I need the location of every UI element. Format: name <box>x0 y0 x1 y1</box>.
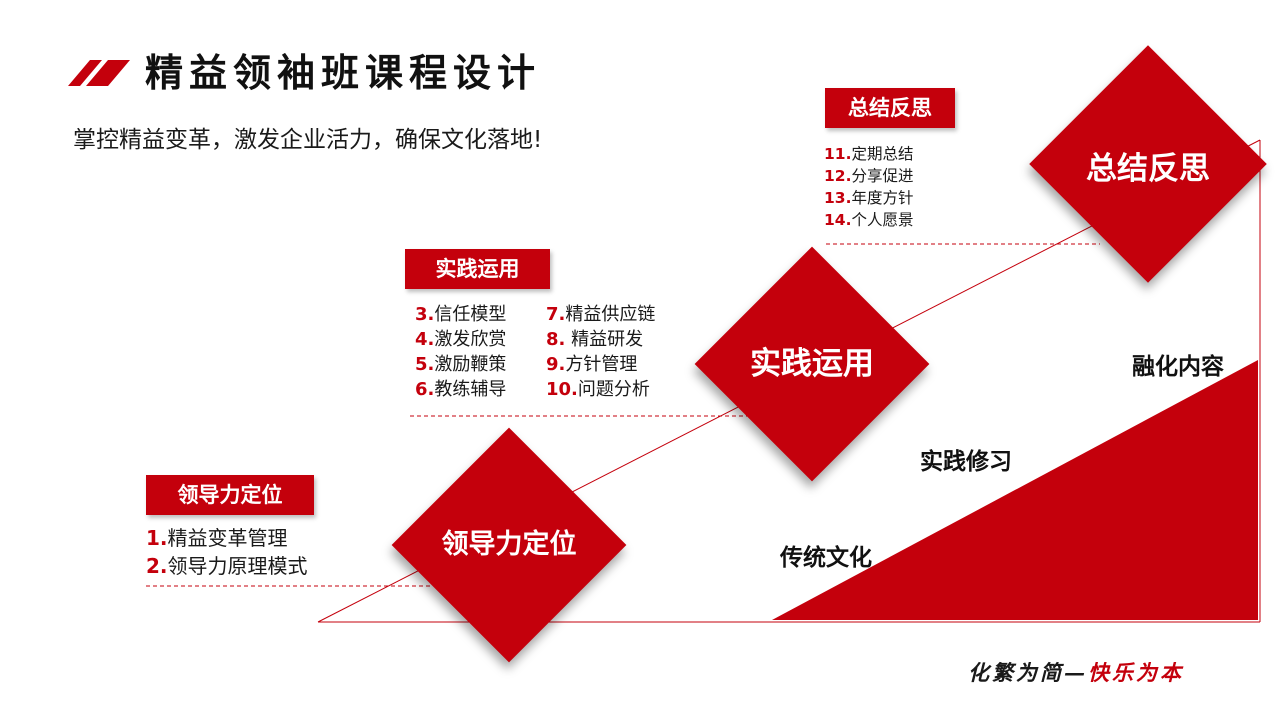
tag-practice: 实践运用 <box>405 249 550 289</box>
list-item: 4.激发欣赏 <box>415 329 507 350</box>
list-item: 12.分享促进 <box>824 167 914 185</box>
tag-leadership: 领导力定位 <box>146 475 314 515</box>
list-practice-right: 7.精益供应链 8. 精益研发 9.方针管理 10.问题分析 <box>546 302 655 402</box>
diamond-label-reflection: 总结反思 <box>1086 151 1210 187</box>
culture-triangle <box>772 360 1258 620</box>
diamond-label-practice: 实践运用 <box>750 346 874 382</box>
page-subtitle: 掌控精益变革，激发企业活力，确保文化落地! <box>73 127 543 153</box>
footer-slogan: 化繁为简—快乐为本 <box>968 660 1184 685</box>
list-item: 1.精益变革管理 <box>146 526 288 550</box>
label-practice-cultivation: 实践修习 <box>920 449 1012 475</box>
list-practice-left: 3.信任模型 4.激发欣赏 5.激励鞭策 6.教练辅导 <box>415 302 506 402</box>
tag-reflection: 总结反思 <box>825 88 955 128</box>
slash-logo-icon <box>68 60 130 86</box>
list-item: 10.问题分析 <box>546 379 650 400</box>
label-integrate-content: 融化内容 <box>1132 354 1224 380</box>
list-item: 3.信任模型 <box>415 304 507 325</box>
list-item: 8. 精益研发 <box>546 329 644 350</box>
list-item: 13.年度方针 <box>824 189 914 207</box>
list-item: 5.激励鞭策 <box>415 354 507 375</box>
diamond-label-leadership: 领导力定位 <box>441 529 577 560</box>
label-traditional-culture: 传统文化 <box>780 545 872 571</box>
list-item: 11.定期总结 <box>824 145 914 163</box>
list-item: 6.教练辅导 <box>415 379 507 400</box>
page-title: 精益领袖班课程设计 <box>145 51 542 95</box>
list-reflection: 11.定期总结 12.分享促进 13.年度方针 14.个人愿景 <box>824 143 913 231</box>
list-item: 9.方针管理 <box>546 354 638 375</box>
list-item: 2.领导力原理模式 <box>146 554 308 578</box>
list-item: 14.个人愿景 <box>824 211 914 229</box>
list-item: 7.精益供应链 <box>546 304 656 325</box>
list-leadership: 1.精益变革管理 2.领导力原理模式 <box>146 524 308 580</box>
